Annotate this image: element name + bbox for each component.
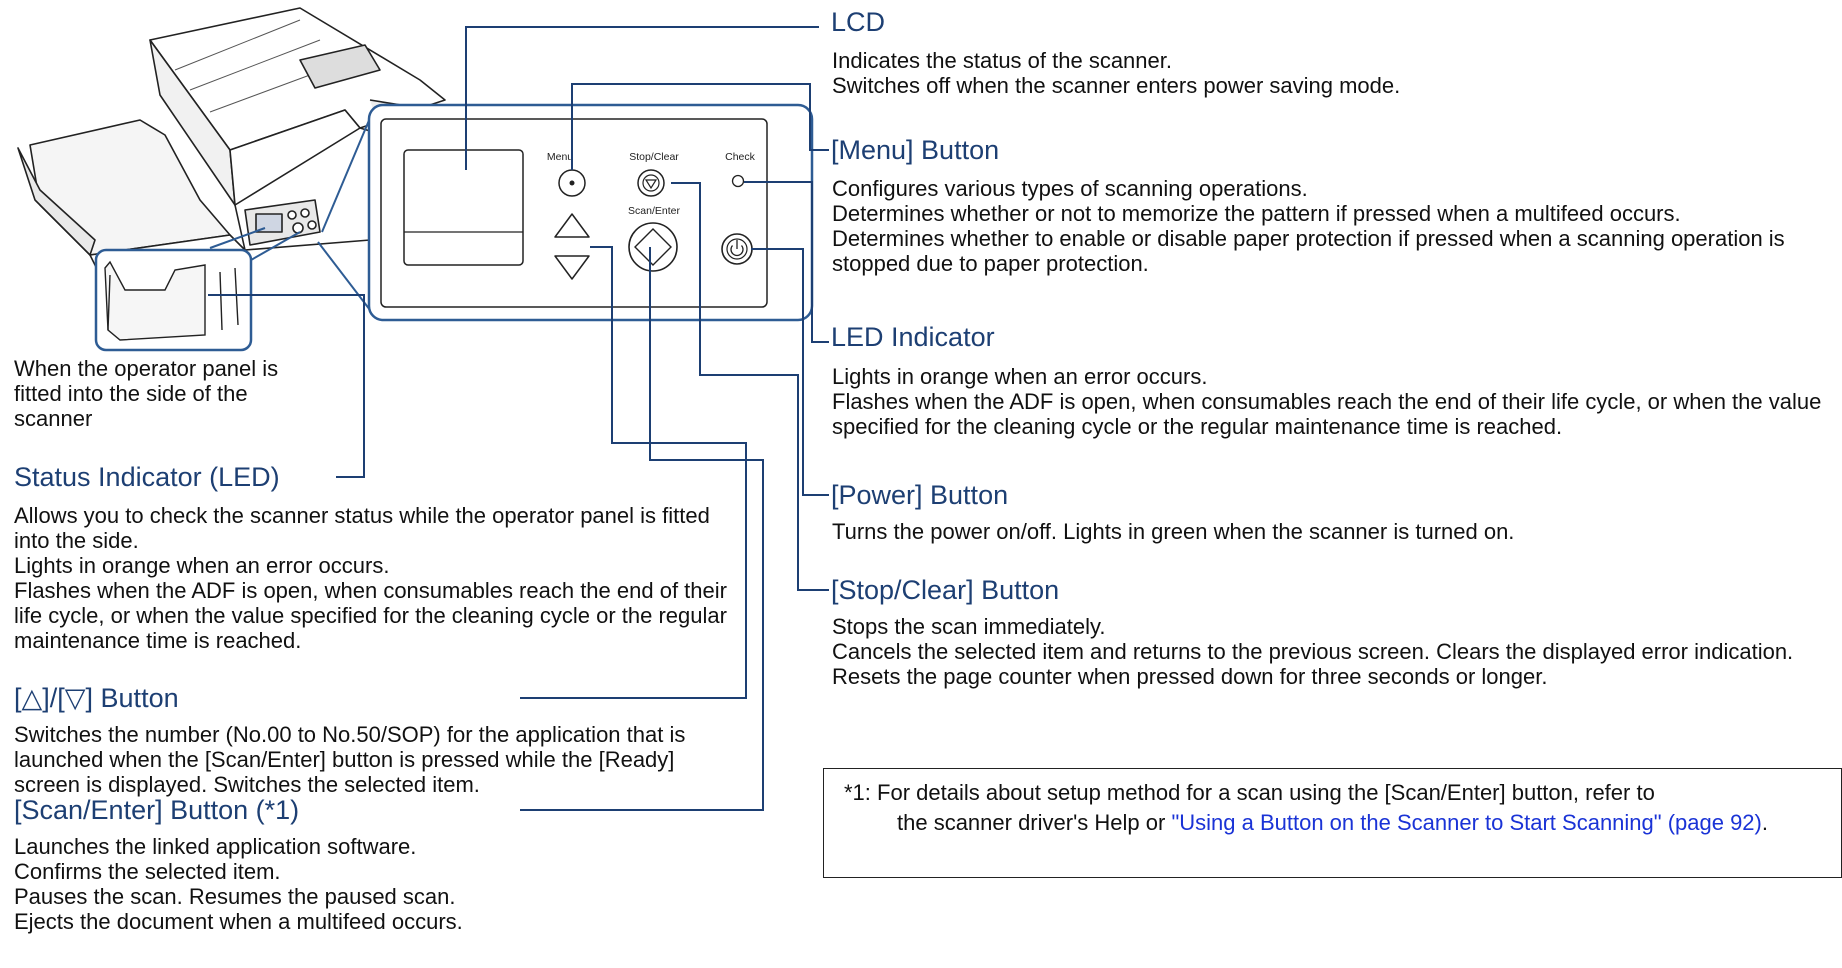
power-icon (730, 245, 744, 257)
footnote-body: the scanner driver's Help or "Using a Bu… (897, 810, 1768, 835)
footnote-link[interactable]: "Using a Button on the Scanner to Start … (1171, 810, 1762, 835)
updown-title: [△]/[▽] Button (14, 683, 179, 713)
lcd-description: Indicates the status of the scanner. Swi… (832, 48, 1401, 98)
footnote-box: *1: For details about setup method for a… (823, 768, 1842, 878)
scan-enter-button[interactable] (628, 222, 678, 272)
stop-leader-line (671, 182, 829, 591)
stop-description: Stops the scan immediately. Cancels the … (832, 614, 1794, 689)
scan-description: Launches the linked application software… (14, 834, 463, 934)
menu-description: Configures various types of scanning ope… (832, 176, 1785, 276)
stop-label-text: Stop/Clear (629, 151, 679, 163)
menu-title: [Menu] Button (831, 135, 1000, 165)
updown-description: Switches the number (No.00 to No.50/SOP)… (14, 722, 686, 797)
side-caption: When the operator panel is fitted into t… (14, 356, 279, 431)
scan-leader-line (520, 247, 764, 811)
scan-title: [Scan/Enter] Button (*1) (14, 795, 300, 825)
status-description: Allows you to check the scanner status w… (14, 503, 727, 653)
lcd-leader-line (465, 26, 819, 170)
power-leader-line (751, 248, 829, 496)
lcd-title: LCD (831, 7, 886, 37)
power-description: Turns the power on/off. Lights in green … (832, 519, 1515, 544)
lcd-screen (403, 149, 524, 266)
power-title: [Power] Button (831, 480, 1009, 510)
scan-label-text: Scan/Enter (628, 205, 680, 217)
triangle-down-icon (644, 179, 658, 190)
triangle-up-icon (554, 213, 590, 238)
operator-panel (380, 118, 768, 308)
stop-title: [Stop/Clear] Button (831, 575, 1060, 605)
check-led-indicator (731, 174, 745, 188)
led-title: LED Indicator (831, 322, 995, 352)
led-description: Lights in orange when an error occurs. F… (832, 364, 1822, 439)
status-title: Status Indicator (LED) (14, 462, 280, 492)
footnote-prefix: *1: For details about setup method for a… (844, 780, 1655, 805)
menu-leader-line (571, 83, 829, 170)
check-label-text: Check (725, 151, 756, 163)
led-leader-line (744, 181, 829, 343)
up-down-button[interactable] (554, 213, 590, 280)
triangle-down-icon (554, 255, 590, 280)
stop-clear-button[interactable] (637, 169, 665, 197)
updown-leader-line (520, 246, 747, 699)
menu-label-text: Menu (547, 151, 573, 163)
diamond-icon (634, 228, 672, 266)
status-leader-line (208, 294, 365, 478)
